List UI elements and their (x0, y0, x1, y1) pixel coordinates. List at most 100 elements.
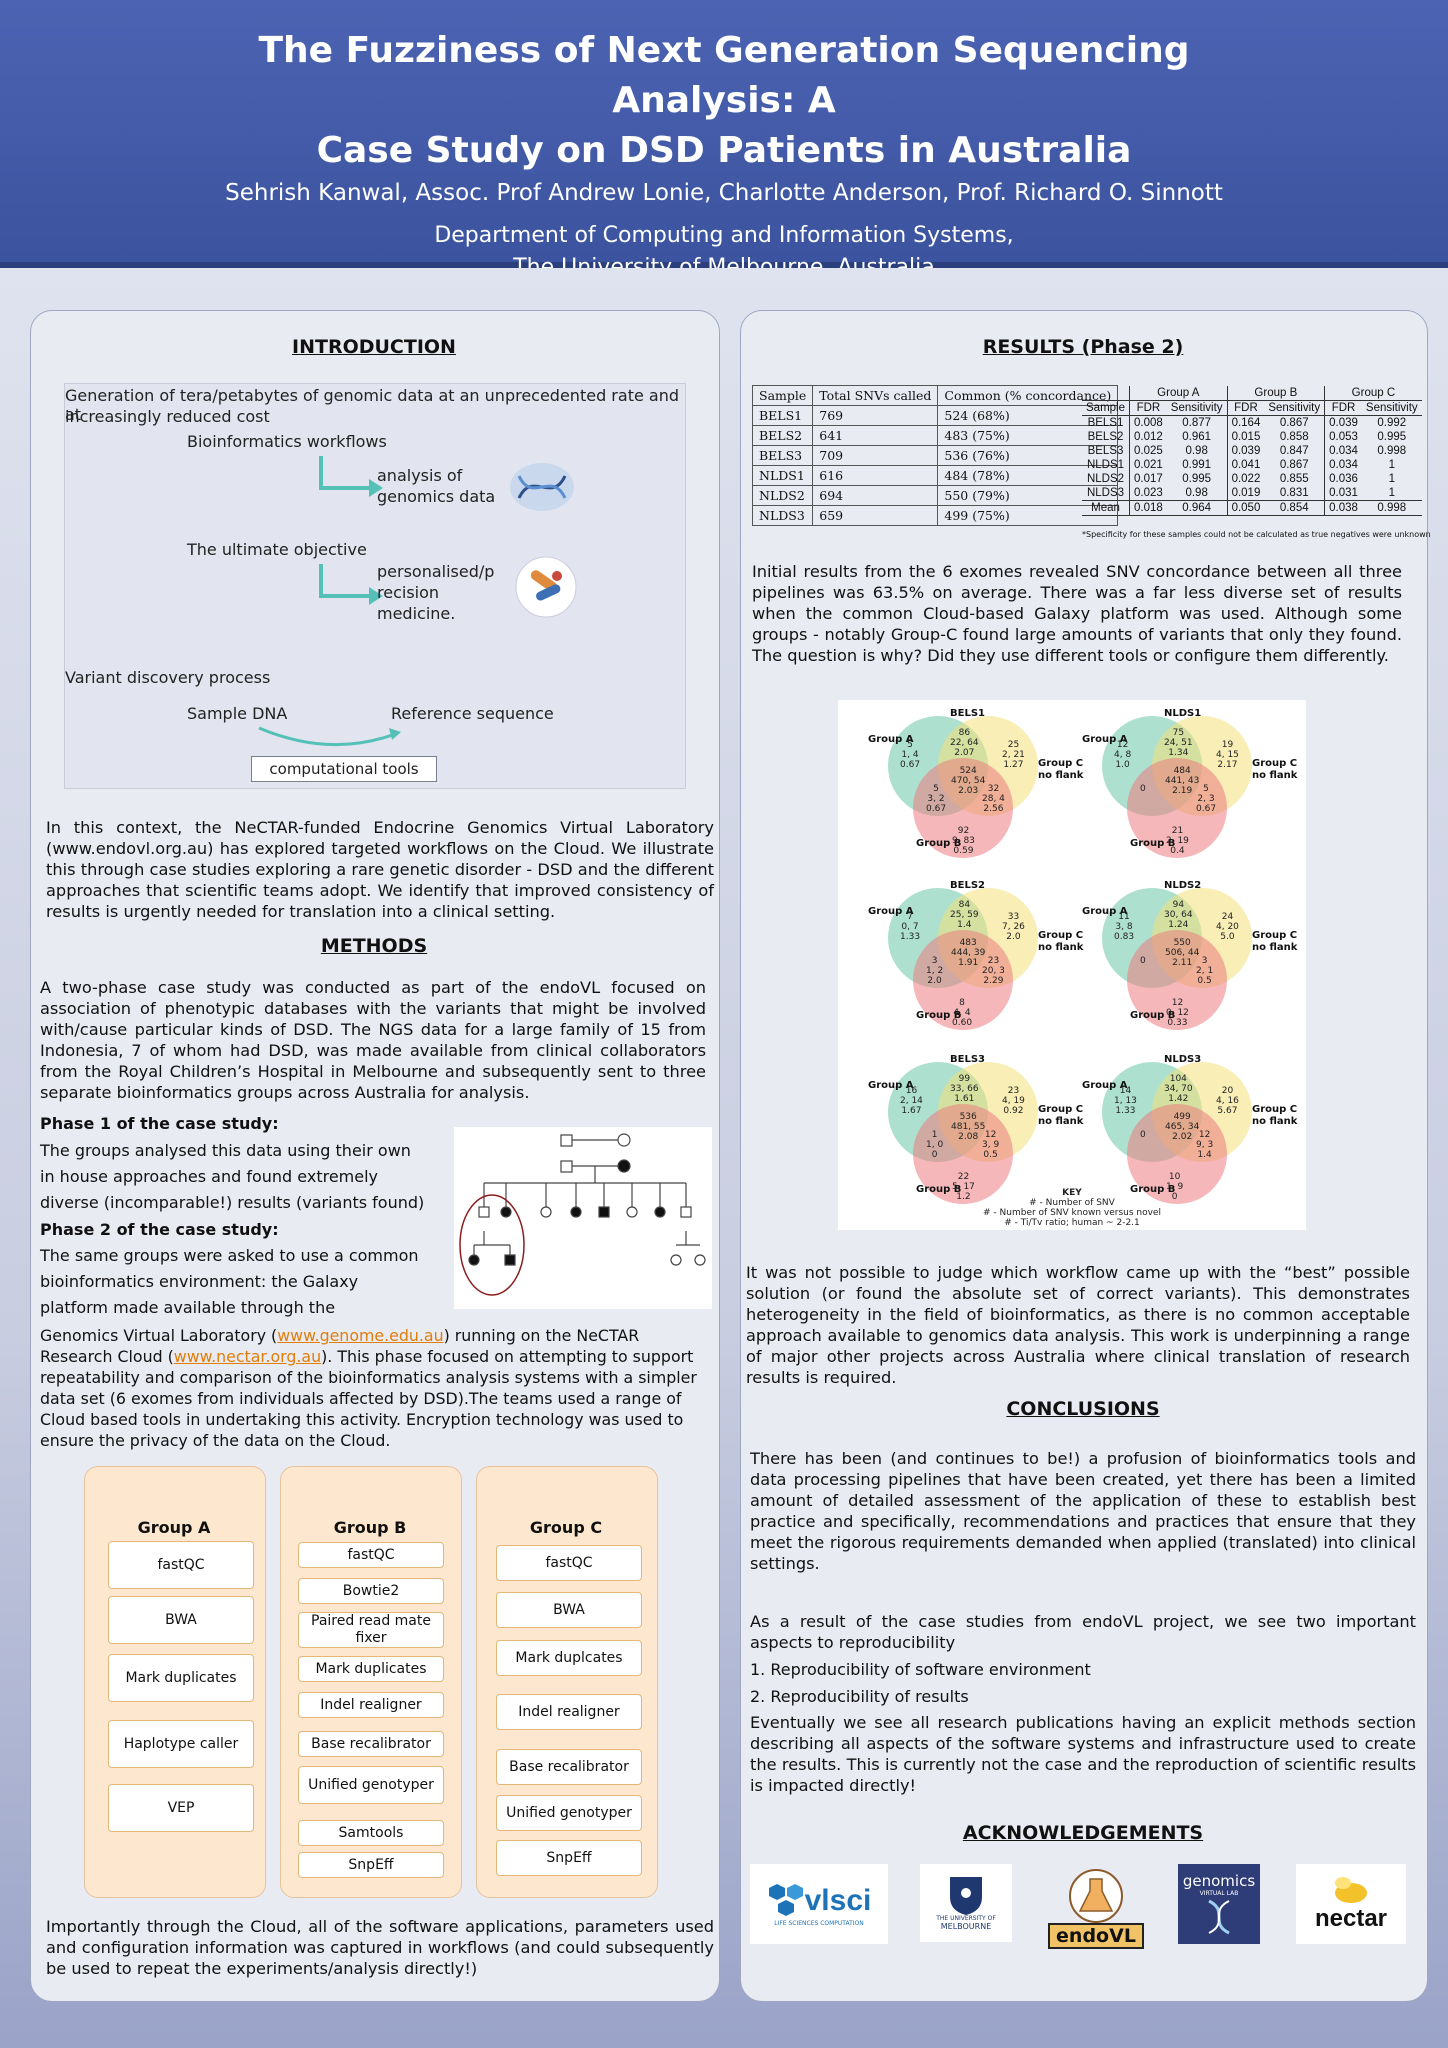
table-header: Sample (1086, 402, 1125, 414)
table-cell: 0.022 (1226, 472, 1265, 486)
tool-box: Mark duplicates (108, 1654, 254, 1702)
results-heading: RESULTS (Phase 2) (982, 336, 1184, 358)
venn-key-line: # - Number of SNV (1029, 1198, 1115, 1208)
computational-tools-box: computational tools (251, 756, 437, 782)
venn-circle (1127, 758, 1227, 858)
table-header: FDR (1324, 400, 1362, 416)
table-cell: NLDS2 (1086, 473, 1125, 485)
venn-value: 12 0, 12 0.33 (1166, 998, 1189, 1028)
table-cell: 0.039 (1324, 415, 1362, 430)
venn-title: BELS1 (950, 708, 985, 719)
authors: Sehrish Kanwal, Assoc. Prof Andrew Lonie… (225, 180, 1223, 206)
table-cell: 0.015 (1226, 430, 1265, 444)
table-cell: 0.041 (1226, 458, 1265, 472)
table-cell: 0.039 (1226, 444, 1265, 458)
table-cell: 0.858 (1279, 431, 1309, 443)
table-cell: 659 (812, 505, 939, 526)
table-cell: 0.998 (1377, 445, 1407, 457)
nectar-bee-icon (1335, 1877, 1367, 1903)
table-cell: 0.867 (1279, 417, 1309, 429)
genome-link[interactable]: www.genome.edu.au (277, 1326, 444, 1345)
venn-label-group-b: Group B (1130, 1010, 1176, 1021)
table-cell: BELS2 (1087, 431, 1124, 443)
venn-value: 484 441, 43 2.19 (1165, 766, 1200, 796)
variant-discovery-label: Variant discovery process (65, 668, 271, 687)
reference-sequence-label: Reference sequence (391, 704, 554, 723)
intro-fig-line-1: Generation of tera/petabytes of genomic … (65, 386, 679, 424)
dna-helix-icon (1208, 1899, 1230, 1934)
phase2-text-b: ) running on the NeCTAR Research Cloud ( (40, 1326, 640, 1366)
venn-title: BELS2 (950, 880, 985, 891)
venn-value: 75 24, 51 1.34 (1164, 728, 1193, 758)
venn-diagram (1102, 1062, 1252, 1204)
table-cell: 0.036 (1324, 472, 1362, 486)
venn-value: 84 25, 59 1.4 (950, 900, 979, 930)
melbourne-logo: THE UNIVERSITY OF MELBOURNE (920, 1864, 1012, 1942)
pedigree-diagram (454, 1127, 712, 1309)
table-header: Sample (751, 385, 814, 406)
venn-label-group-c: Group C (1038, 1104, 1084, 1115)
phase2-line-2: bioinformatics environment: the Galaxy (40, 1272, 359, 1291)
conclusions-p3: Eventually we see all research publicati… (750, 1713, 1416, 1795)
tool-box: SnpEff (496, 1840, 642, 1876)
venn-value: 8 4, 4 0.60 (952, 998, 973, 1028)
conclusions-item-1: 1. Reproducibility of software environme… (750, 1660, 1091, 1679)
nectar-link[interactable]: www.nectar.org.au (173, 1347, 322, 1366)
table-cell: 0.021 (1128, 458, 1167, 472)
venn-label-no-flank: no flank (1252, 942, 1298, 953)
venn-title: NLDS2 (1164, 880, 1202, 891)
poster-title: The Fuzziness of Next Generation Sequenc… (174, 26, 1274, 176)
venn-label-no-flank: no flank (1252, 770, 1298, 781)
venn-label-group-c: Group C (1038, 930, 1084, 941)
endovl-text: endoVL (1048, 1923, 1144, 1949)
venn-value: 11 3, 8 0.83 (1114, 912, 1135, 942)
group-title: Group C (529, 1518, 603, 1537)
venn-title: BELS3 (950, 1054, 985, 1065)
tool-box: Unified genotyper (298, 1766, 444, 1804)
venn-circle (1127, 930, 1227, 1030)
table-cell: NLDS1 (1086, 459, 1125, 471)
venn-value: 12 3, 9 0.5 (982, 1130, 1000, 1160)
venn-key-line: # - Ti/Tv ratio; human ~ 2-2.1 (1004, 1218, 1140, 1228)
intro-fig-line-2: increasingly reduced cost (65, 407, 270, 426)
table-cell: 0.98 (1185, 445, 1208, 457)
venn-label-no-flank: no flank (1038, 770, 1084, 781)
phase2-text-c: ). This phase focused on attempting to s… (40, 1347, 697, 1450)
sample-dna-label: Sample DNA (187, 704, 288, 723)
department: Department of Computing and Information … (0, 220, 1448, 284)
phase1-title: Phase 1 of the case study: (40, 1114, 279, 1133)
vlsci-hex-icon (768, 1883, 803, 1916)
venn-value: 7 0, 7 1.33 (900, 912, 921, 942)
venn-value: 1 1, 0 0 (926, 1130, 944, 1160)
venn-value: 0 (1140, 784, 1146, 794)
venn-value: 14 1, 13 1.33 (1114, 1086, 1137, 1116)
table-header: Total SNVs called (812, 385, 939, 406)
table-cell: NLDS3 (1086, 487, 1125, 499)
table-cell: 0.831 (1279, 487, 1309, 499)
venn-circle (913, 758, 1013, 858)
table-cell: 0.017 (1128, 472, 1167, 486)
venn-label-group-a: Group A (868, 1080, 914, 1091)
venn-label-no-flank: no flank (1038, 1116, 1084, 1127)
venn-diagram (1102, 716, 1252, 858)
tool-box: Haplotype caller (108, 1720, 254, 1768)
curve-arrow-icon (258, 726, 401, 747)
table-cell: 616 (812, 465, 939, 486)
endovl-logo: endoVL (1048, 1864, 1144, 1954)
table-cell: BELS1 (751, 405, 814, 426)
table-cell: 0.855 (1279, 473, 1309, 485)
results-paragraph-2: It was not possible to judge which workf… (746, 1263, 1410, 1387)
table-cell: BELS1 (1087, 417, 1124, 429)
venn-label-group-a: Group A (1082, 734, 1128, 745)
venn-value: 22 5, 17 1.2 (952, 1172, 975, 1202)
venn-value: 0 (1140, 1130, 1146, 1140)
